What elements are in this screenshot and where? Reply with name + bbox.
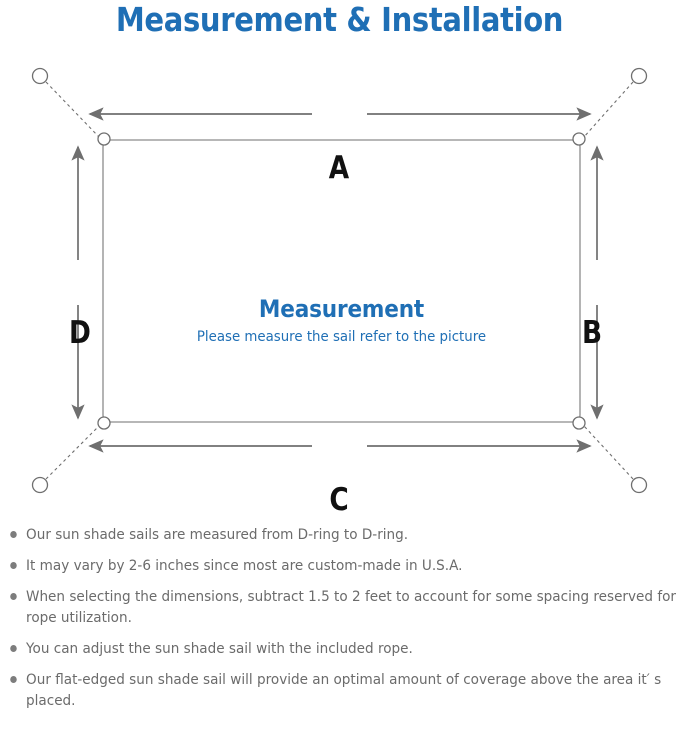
rope-lines bbox=[45, 81, 634, 480]
note-item: It may vary by 2-6 inches since most are… bbox=[0, 555, 679, 576]
d-ring-top-right-icon bbox=[572, 132, 586, 146]
d-ring-bottom-right-icon bbox=[572, 416, 586, 430]
notes-list: Our sun shade sails are measured from D-… bbox=[0, 524, 679, 721]
rope-bottom-right bbox=[583, 425, 634, 480]
d-rings bbox=[97, 132, 586, 430]
dimension-label-a: A bbox=[328, 150, 350, 186]
dimension-label-d: D bbox=[69, 315, 91, 351]
bullet-icon bbox=[10, 531, 17, 538]
sail-body bbox=[102, 139, 581, 423]
anchor-top-right-icon bbox=[630, 67, 648, 85]
dimension-label-c: C bbox=[329, 482, 349, 518]
note-text: It may vary by 2-6 inches since most are… bbox=[26, 557, 463, 574]
dimension-label-b: B bbox=[581, 315, 603, 351]
note-item: You can adjust the sun shade sail with t… bbox=[0, 638, 679, 659]
bullet-icon bbox=[10, 676, 17, 683]
d-ring-bottom-left-icon bbox=[97, 416, 111, 430]
anchor-bottom-right-icon bbox=[630, 476, 648, 494]
bullet-icon bbox=[10, 593, 17, 600]
sail-diagram: Measurement Please measure the sail refe… bbox=[0, 55, 679, 518]
bullet-icon bbox=[10, 562, 17, 569]
page-title: Measurement & Installation bbox=[115, 0, 564, 39]
dimension-arrows bbox=[71, 107, 604, 453]
note-item: When selecting the dimensions, subtract … bbox=[0, 586, 679, 628]
anchor-rings bbox=[31, 67, 648, 494]
note-item: Our sun shade sails are measured from D-… bbox=[0, 524, 679, 545]
sail-diagram-svg bbox=[31, 67, 648, 494]
rope-top-right bbox=[583, 81, 634, 138]
note-text: Our sun shade sails are measured from D-… bbox=[26, 526, 409, 543]
note-text: You can adjust the sun shade sail with t… bbox=[26, 640, 413, 657]
anchor-bottom-left-icon bbox=[31, 476, 49, 494]
note-text: Our flat-edged sun shade sail will provi… bbox=[26, 671, 662, 709]
note-text: When selecting the dimensions, subtract … bbox=[26, 588, 676, 626]
bullet-icon bbox=[10, 645, 17, 652]
d-ring-top-left-icon bbox=[97, 132, 111, 146]
note-item: Our flat-edged sun shade sail will provi… bbox=[0, 669, 679, 711]
anchor-top-left-icon bbox=[31, 67, 49, 85]
rope-bottom-left bbox=[45, 425, 100, 480]
rope-top-left bbox=[45, 81, 100, 138]
